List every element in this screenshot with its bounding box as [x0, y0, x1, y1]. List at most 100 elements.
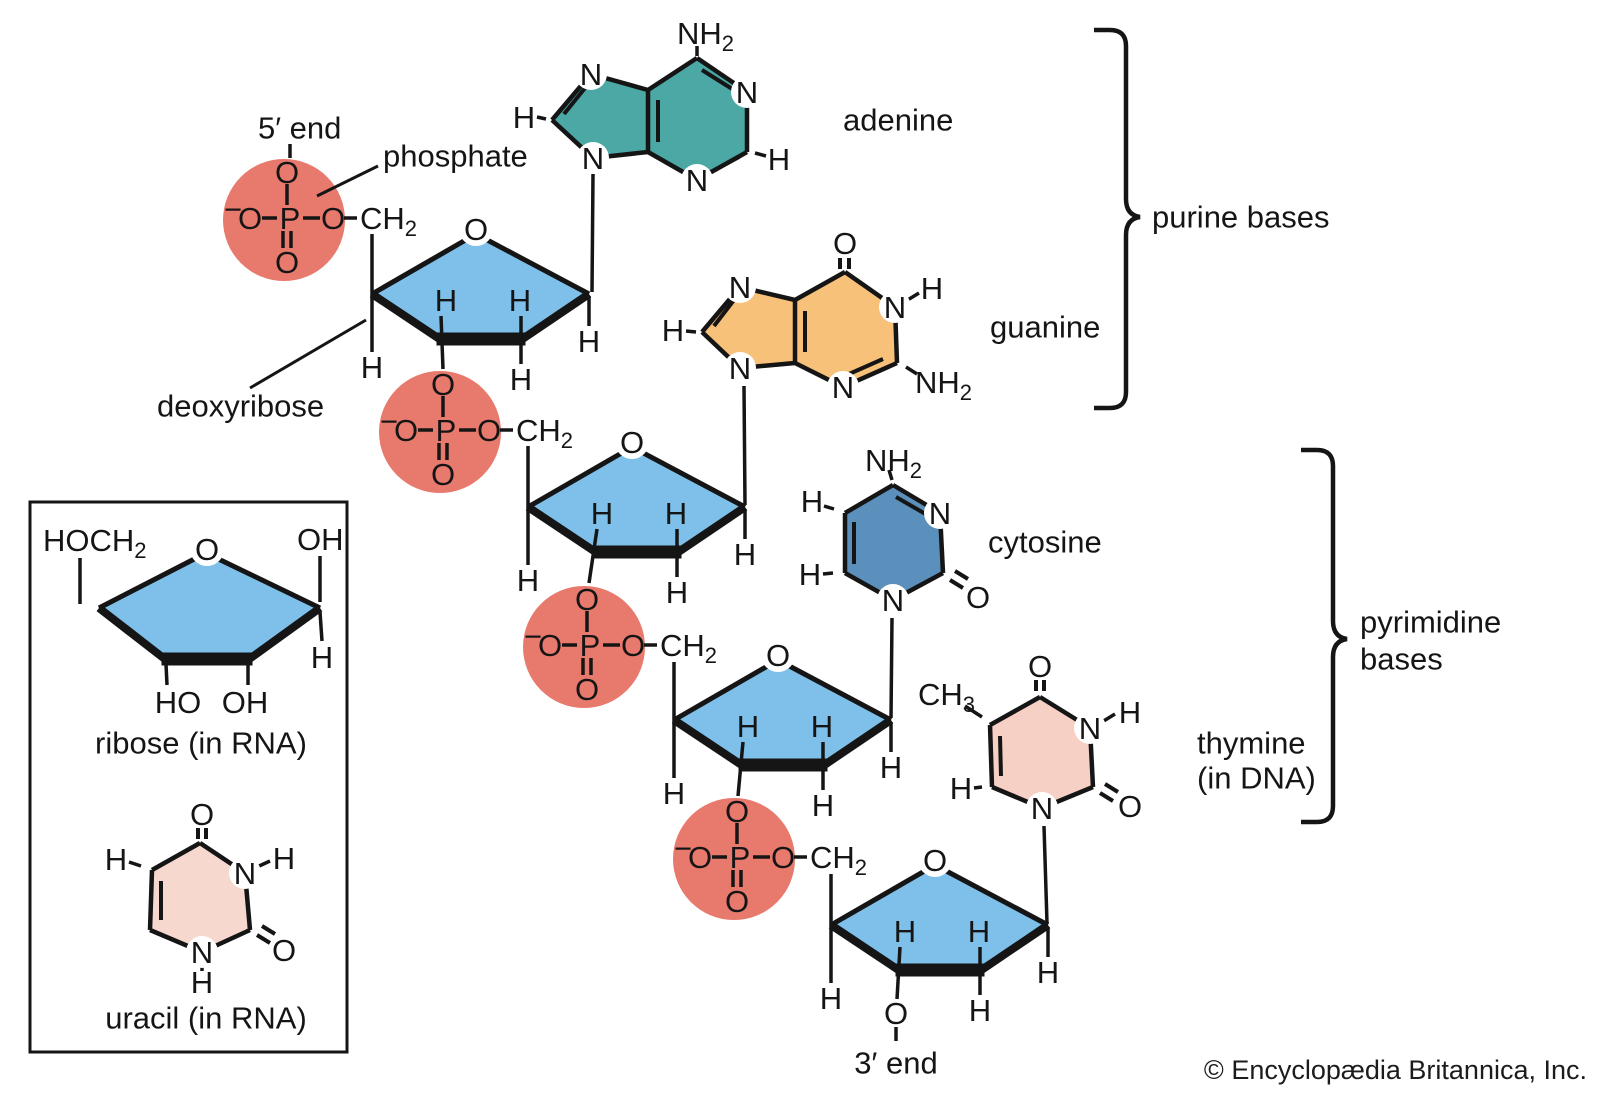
o-left-p3: O	[538, 628, 562, 663]
o-right-p1: O	[321, 201, 345, 236]
h-s1: H	[578, 324, 600, 359]
h-uracil: H	[273, 841, 295, 876]
p-p4: P	[730, 840, 751, 875]
o-ring-s1: O	[464, 212, 488, 247]
base-adenine	[536, 46, 767, 182]
adenine-label: adenine	[843, 103, 953, 138]
h-s1: H	[361, 350, 383, 385]
h-s3: H	[811, 709, 833, 744]
h-thymine: H	[1119, 695, 1141, 730]
h-s1: H	[509, 283, 531, 318]
p-p3: P	[580, 628, 601, 663]
p-p1: P	[280, 201, 301, 236]
o-ring-s3: O	[766, 638, 790, 673]
phosphate-pointer-line	[316, 164, 379, 198]
deoxyribose-label: deoxyribose	[157, 389, 324, 424]
o-top-p4: O	[725, 794, 749, 829]
sugar-deoxyribose-3	[671, 617, 894, 797]
o-ring-s4: O	[923, 843, 947, 878]
base-uracil	[128, 828, 277, 971]
phosphate-label: phosphate	[383, 139, 528, 174]
h-ribose: H	[311, 640, 333, 675]
h-s4: H	[820, 981, 842, 1016]
ch2-p1: CH2	[360, 201, 417, 241]
o-cytosine: O	[966, 580, 990, 615]
sugar-ribose	[78, 550, 324, 686]
sugar-deoxyribose-2	[525, 385, 748, 584]
phosphate-group-4	[673, 798, 807, 920]
n1-uracil: N	[191, 935, 213, 970]
h-s3: H	[663, 776, 685, 811]
ch2-p2: CH2	[516, 413, 573, 453]
h-uracil: H	[191, 965, 213, 1000]
h-s2: H	[734, 537, 756, 572]
o-guanine: O	[833, 226, 857, 261]
h-thymine: H	[950, 771, 972, 806]
sugar-deoxyribose-4	[828, 825, 1051, 1041]
pyrimidine-bases-label-line2: bases	[1360, 642, 1443, 677]
o-right-p4: O	[771, 840, 795, 875]
ribose-label: ribose (in RNA)	[95, 726, 307, 761]
copyright-notice: © Encyclopædia Britannica, Inc.	[1204, 1055, 1587, 1085]
h-s2: H	[665, 496, 687, 531]
nh2-guanine: NH2	[915, 365, 972, 405]
o-right-p3: O	[621, 628, 645, 663]
atom-halos	[186, 58, 1106, 968]
h-guanine: H	[662, 313, 684, 348]
h-s4: H	[969, 993, 991, 1028]
base-cytosine	[822, 469, 970, 602]
n3-adenine: N	[686, 163, 708, 198]
thymine-label-line1: thymine	[1197, 726, 1306, 761]
n3-guanine: N	[832, 370, 854, 405]
p-p2: P	[436, 413, 457, 448]
pyrimidine-bases-label-line1: pyrimidine	[1360, 605, 1501, 640]
o-left-p4: O	[688, 840, 712, 875]
o-bottom-p1: O	[275, 245, 299, 280]
ho-ribose: HO	[155, 685, 202, 720]
h-s4: H	[894, 914, 916, 949]
sugar-deoxyribose-1	[369, 173, 595, 370]
h-adenine: H	[768, 142, 790, 177]
nh2-cytosine: NH2	[865, 443, 922, 483]
h-s3: H	[880, 750, 902, 785]
thymine-label-line2: (in DNA)	[1197, 761, 1316, 796]
o-right-uracil: O	[272, 933, 296, 968]
guanine-label: guanine	[990, 310, 1100, 345]
phosphate-group-1	[223, 144, 357, 281]
n7-guanine: N	[729, 270, 751, 305]
h-s1: H	[510, 362, 532, 397]
cytosine-label: cytosine	[988, 525, 1102, 560]
nh2-adenine: NH2	[677, 16, 734, 56]
ch2-p3: CH2	[660, 628, 717, 668]
h-s3: H	[812, 788, 834, 823]
h-guanine: H	[921, 271, 943, 306]
h-s2: H	[517, 563, 539, 598]
purine-bracket	[1094, 27, 1141, 411]
o-right-p2: O	[477, 413, 501, 448]
o-top-thymine: O	[1028, 649, 1052, 684]
h-s3: H	[737, 709, 759, 744]
o-top-uracil: O	[190, 797, 214, 832]
o-left-p2: O	[394, 413, 418, 448]
h-adenine: H	[513, 100, 535, 135]
h-s2: H	[591, 496, 613, 531]
brackets	[1094, 27, 1348, 825]
base-guanine	[685, 258, 920, 390]
ch2-p4: CH2	[810, 840, 867, 880]
n1-guanine: N	[884, 290, 906, 325]
o-ring-s2: O	[620, 425, 644, 460]
pyrimidine-bracket	[1301, 447, 1348, 825]
n7-adenine: N	[580, 57, 602, 92]
n9-guanine: N	[729, 351, 751, 386]
five-prime-end-label: 5′ end	[258, 111, 341, 146]
h-s4: H	[968, 914, 990, 949]
o-bottom-p3: O	[575, 672, 599, 707]
uracil-label: uracil (in RNA)	[105, 1001, 307, 1036]
h-uracil: H	[105, 842, 127, 877]
n1-cytosine: N	[882, 583, 904, 618]
o-right-thymine: O	[1118, 789, 1142, 824]
n3-uracil: N	[234, 856, 256, 891]
